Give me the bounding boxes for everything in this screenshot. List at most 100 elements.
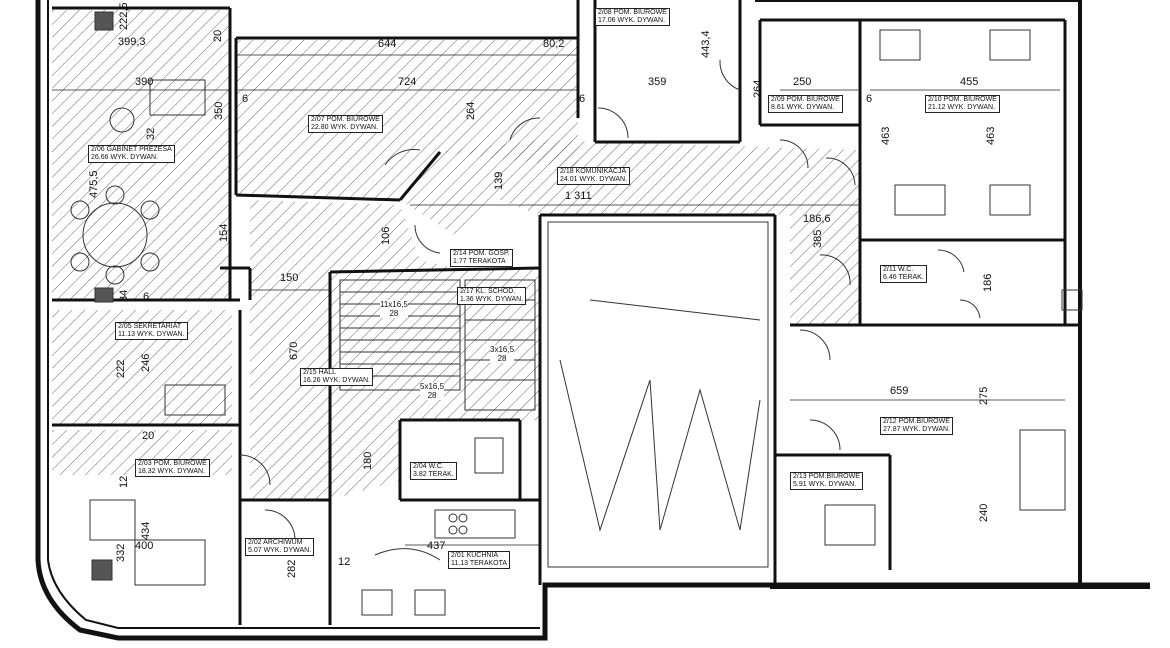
room-label-line1: 2/12 POM.BIUROWE — [883, 418, 950, 425]
dimension-label: 724 — [398, 76, 417, 88]
room-label-line1: 2/15 HALL — [303, 369, 337, 376]
elevator-shaft — [547, 221, 769, 568]
dimension-label: 400 — [135, 540, 154, 552]
stair-count: 28 — [497, 354, 507, 363]
room-label-line2: 18.32 WYK. DYWAN. — [138, 468, 206, 475]
dimension-label: 6 — [242, 93, 249, 105]
room-label-line1: 2/04 W.C. — [413, 463, 444, 470]
room-label-line2: 27.87 WYK. DYWAN. — [883, 426, 951, 433]
dimension-label: 275 — [978, 386, 990, 405]
dimension-label: 20 — [212, 29, 224, 42]
dimension-label: 644 — [378, 38, 397, 50]
furniture — [70, 11, 1083, 616]
room-label-line2: 1.36 WYK. DYWAN. — [460, 296, 524, 303]
room-label-line1: 2/17 KL. SCHOD. — [460, 288, 516, 295]
dimension-label: 282 — [286, 559, 298, 578]
dimension-label: 670 — [288, 341, 300, 360]
dimension-label: 139 — [493, 171, 505, 190]
room-label-wc-211: 2/11 W.C.6.46 TERAK. — [880, 265, 927, 283]
dimension-label: 463 — [985, 126, 997, 145]
room-label-line2: 21.12 WYK. DYWAN. — [928, 104, 996, 111]
dimension-label: 6 — [579, 93, 586, 105]
stair-count: 28 — [389, 309, 399, 318]
dimension-label: 240 — [978, 503, 990, 522]
dimension-label: 186,6 — [803, 213, 831, 225]
dimension-label: 20 — [142, 430, 155, 442]
dimension-label: 250 — [793, 76, 812, 88]
dimension-label: 34 — [118, 289, 130, 302]
dimension-label: 222 — [115, 359, 127, 378]
room-label-line2: 26.66 WYK. DYWAN. — [91, 154, 159, 161]
room-label-line1: 2/13 POM.BIUROWE — [793, 473, 860, 480]
dimension-label: 434 — [140, 521, 152, 540]
dimension-label: 437 — [427, 540, 446, 552]
room-label-line2: 11.13 TERAKOTA — [451, 560, 508, 567]
dimension-label: 264 — [465, 101, 477, 120]
dimension-label: 332 — [115, 543, 127, 562]
room-label-line1: 2/07 POM. BIUROWE — [311, 116, 380, 123]
dimension-label: 6 — [143, 291, 150, 303]
room-label-line1: 2/10 POM. BIUROWE — [928, 96, 997, 103]
room-label-line2: 11.13 WYK. DYWAN. — [118, 331, 185, 338]
room-label-line1: 2/06 GABINET PREZESA — [91, 146, 172, 153]
room-label-line1: 2/14 POM. GOSP. — [453, 250, 510, 257]
room-label-line1: 2/03 POM. BIUROWE — [138, 460, 207, 467]
stair-steps: 5x16,5 — [420, 382, 445, 391]
dimension-label: 475,5 — [88, 170, 100, 198]
room-label-line2: 1.77 TERAKOTA — [453, 258, 506, 265]
dimension-label: 443,4 — [700, 30, 712, 58]
room-label-line1: 2/01 KUCHNIA — [451, 552, 499, 559]
dimension-label: 264 — [752, 79, 764, 98]
room-label-line1: 2/08 POM. BIUROWE — [598, 9, 667, 16]
room-label-line1: 2/05 SEKRETARIAT — [118, 323, 182, 330]
room-label-line1: 2/09 POM. BIUROWE — [771, 96, 840, 103]
dimension-label: 399,3 — [118, 36, 146, 48]
room-label-line2: 17.06 WYK. DYWAN. — [598, 17, 666, 24]
room-label-line2: 24.01 WYK. DYWAN. — [560, 176, 628, 183]
room-label-line1: 2/02 ARCHIWUM — [248, 539, 303, 546]
dimension-label: 1 311 — [565, 190, 592, 202]
dimension-label: 12 — [118, 475, 130, 488]
room-label-line1: 2/11 W.C. — [883, 266, 914, 273]
interior-walls — [52, 0, 1080, 625]
dimension-label: 180 — [362, 451, 374, 470]
exterior-walls — [35, 0, 1150, 641]
dimension-label: 350 — [213, 101, 225, 120]
room-label-line2: 8.61 WYK. DYWAN. — [771, 104, 835, 111]
room-label-pom-gosp: 2/14 POM. GOSP.1.77 TERAKOTA — [450, 249, 513, 267]
room-label-kl-schod: 2/17 KL. SCHOD.1.36 WYK. DYWAN. — [457, 287, 527, 305]
dimension-lines — [52, 54, 1065, 546]
dimension-label: 659 — [890, 385, 909, 397]
dimension-label: 463 — [880, 126, 892, 145]
room-label-line1: 2/18 KOMUNIKACJA — [560, 168, 627, 175]
room-label-line2: 16.26 WYK. DYWAN. — [303, 377, 371, 384]
dimension-label: 106 — [380, 226, 392, 245]
dimension-label: 12 — [338, 556, 351, 568]
dimension-label: 32 — [145, 127, 157, 140]
dimension-label: 80,2 — [543, 38, 565, 50]
stair-steps: 11x16,5 — [380, 300, 408, 309]
stair-steps: 3x16,5 — [490, 345, 515, 354]
room-label-line2: 6.46 TERAK. — [883, 274, 924, 281]
room-label-wc-204: 2/04 W.C.3.82 TERAK. — [410, 462, 457, 480]
dimension-label: 222,5 — [118, 2, 130, 30]
dimension-label: 455 — [960, 76, 979, 88]
stair-count: 28 — [427, 391, 437, 400]
dimension-label: 385 — [812, 229, 824, 248]
dimension-label: 154 — [218, 223, 230, 242]
